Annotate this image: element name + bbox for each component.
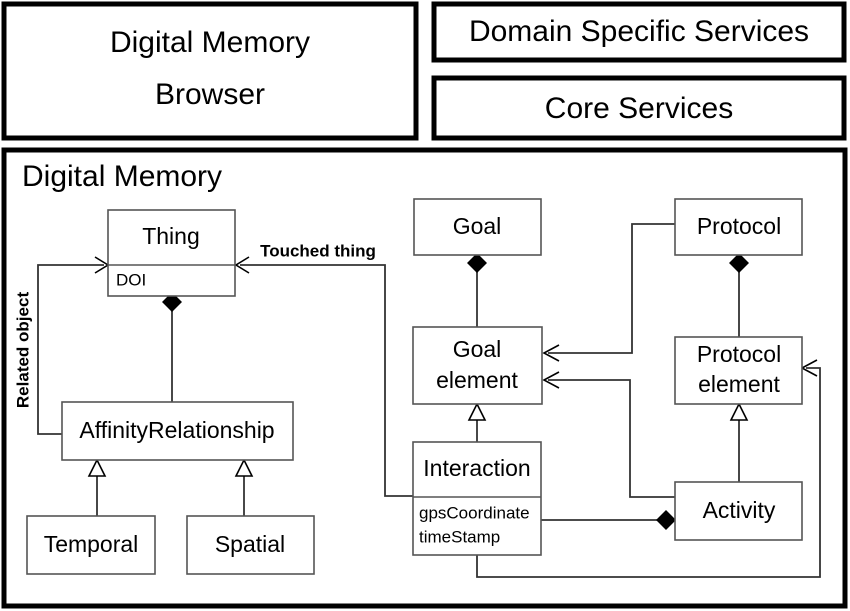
relationship-touched-thing: Touched thing: [234, 241, 413, 497]
layer-domain-services-label: Domain Specific Services: [469, 15, 809, 48]
layer-box-core-services: Core Services: [431, 75, 847, 141]
class-box-affinity-relationship[interactable]: AffinityRelationship: [61, 401, 294, 461]
class-thing-attribute-doi: DOI: [116, 270, 146, 289]
class-box-interaction[interactable]: Interaction gpsCoordinate timeStamp: [412, 441, 542, 556]
class-protocol-element-name-line2: element: [698, 371, 780, 397]
relationship-interaction-activity: [541, 510, 676, 530]
class-temporal-name: Temporal: [44, 531, 139, 557]
relationship-goal-goalelement: [467, 253, 487, 327]
layer-browser-label-line1: Digital Memory: [110, 26, 310, 59]
relationship-activity-protocolelement: [729, 402, 749, 482]
class-box-spatial[interactable]: Spatial: [186, 515, 315, 575]
class-protocol-name: Protocol: [697, 213, 781, 239]
class-affinity-relationship-name: AffinityRelationship: [79, 417, 274, 443]
class-goal-element-name-line2: element: [436, 367, 518, 393]
layer-browser-label-line2: Browser: [155, 78, 265, 111]
relationship-temporal-affinity: [87, 458, 107, 516]
package-digital-memory-label: Digital Memory: [22, 160, 222, 193]
class-box-protocol-element[interactable]: Protocol element: [674, 336, 803, 405]
layer-box-domain-specific-services: Domain Specific Services: [431, 1, 847, 63]
relationship-interaction-goalelement: [467, 402, 487, 442]
relationship-protocol-protocolelement: [729, 253, 749, 337]
class-box-temporal[interactable]: Temporal: [26, 515, 156, 575]
layer-box-browser: Digital Memory Browser: [1, 1, 419, 141]
class-thing-name: Thing: [142, 223, 200, 249]
class-interaction-attribute-timestamp: timeStamp: [419, 527, 500, 546]
class-spatial-name: Spatial: [215, 531, 285, 557]
class-box-protocol[interactable]: Protocol: [674, 198, 803, 256]
class-activity-name: Activity: [703, 497, 776, 523]
class-goal-name: Goal: [453, 213, 502, 239]
class-box-activity[interactable]: Activity: [674, 481, 803, 541]
relationship-activity-goalelement: [542, 371, 675, 498]
relationship-protocol-goalelement: [542, 223, 675, 362]
class-box-goal-element[interactable]: Goal element: [412, 326, 543, 405]
edge-label-related-object: Related object: [13, 292, 32, 409]
class-goal-element-name-line1: Goal: [453, 336, 502, 362]
relationship-spatial-affinity: [234, 458, 254, 516]
class-interaction-name: Interaction: [423, 455, 530, 481]
class-protocol-element-name-line1: Protocol: [697, 341, 781, 367]
class-interaction-attribute-gpscoordinate: gpsCoordinate: [419, 503, 530, 522]
relationship-thing-affinity: [162, 292, 182, 402]
class-box-thing[interactable]: Thing DOI: [107, 209, 236, 297]
edge-label-touched-thing: Touched thing: [260, 241, 376, 260]
class-box-goal[interactable]: Goal: [413, 198, 542, 256]
layer-core-services-label: Core Services: [545, 92, 733, 125]
